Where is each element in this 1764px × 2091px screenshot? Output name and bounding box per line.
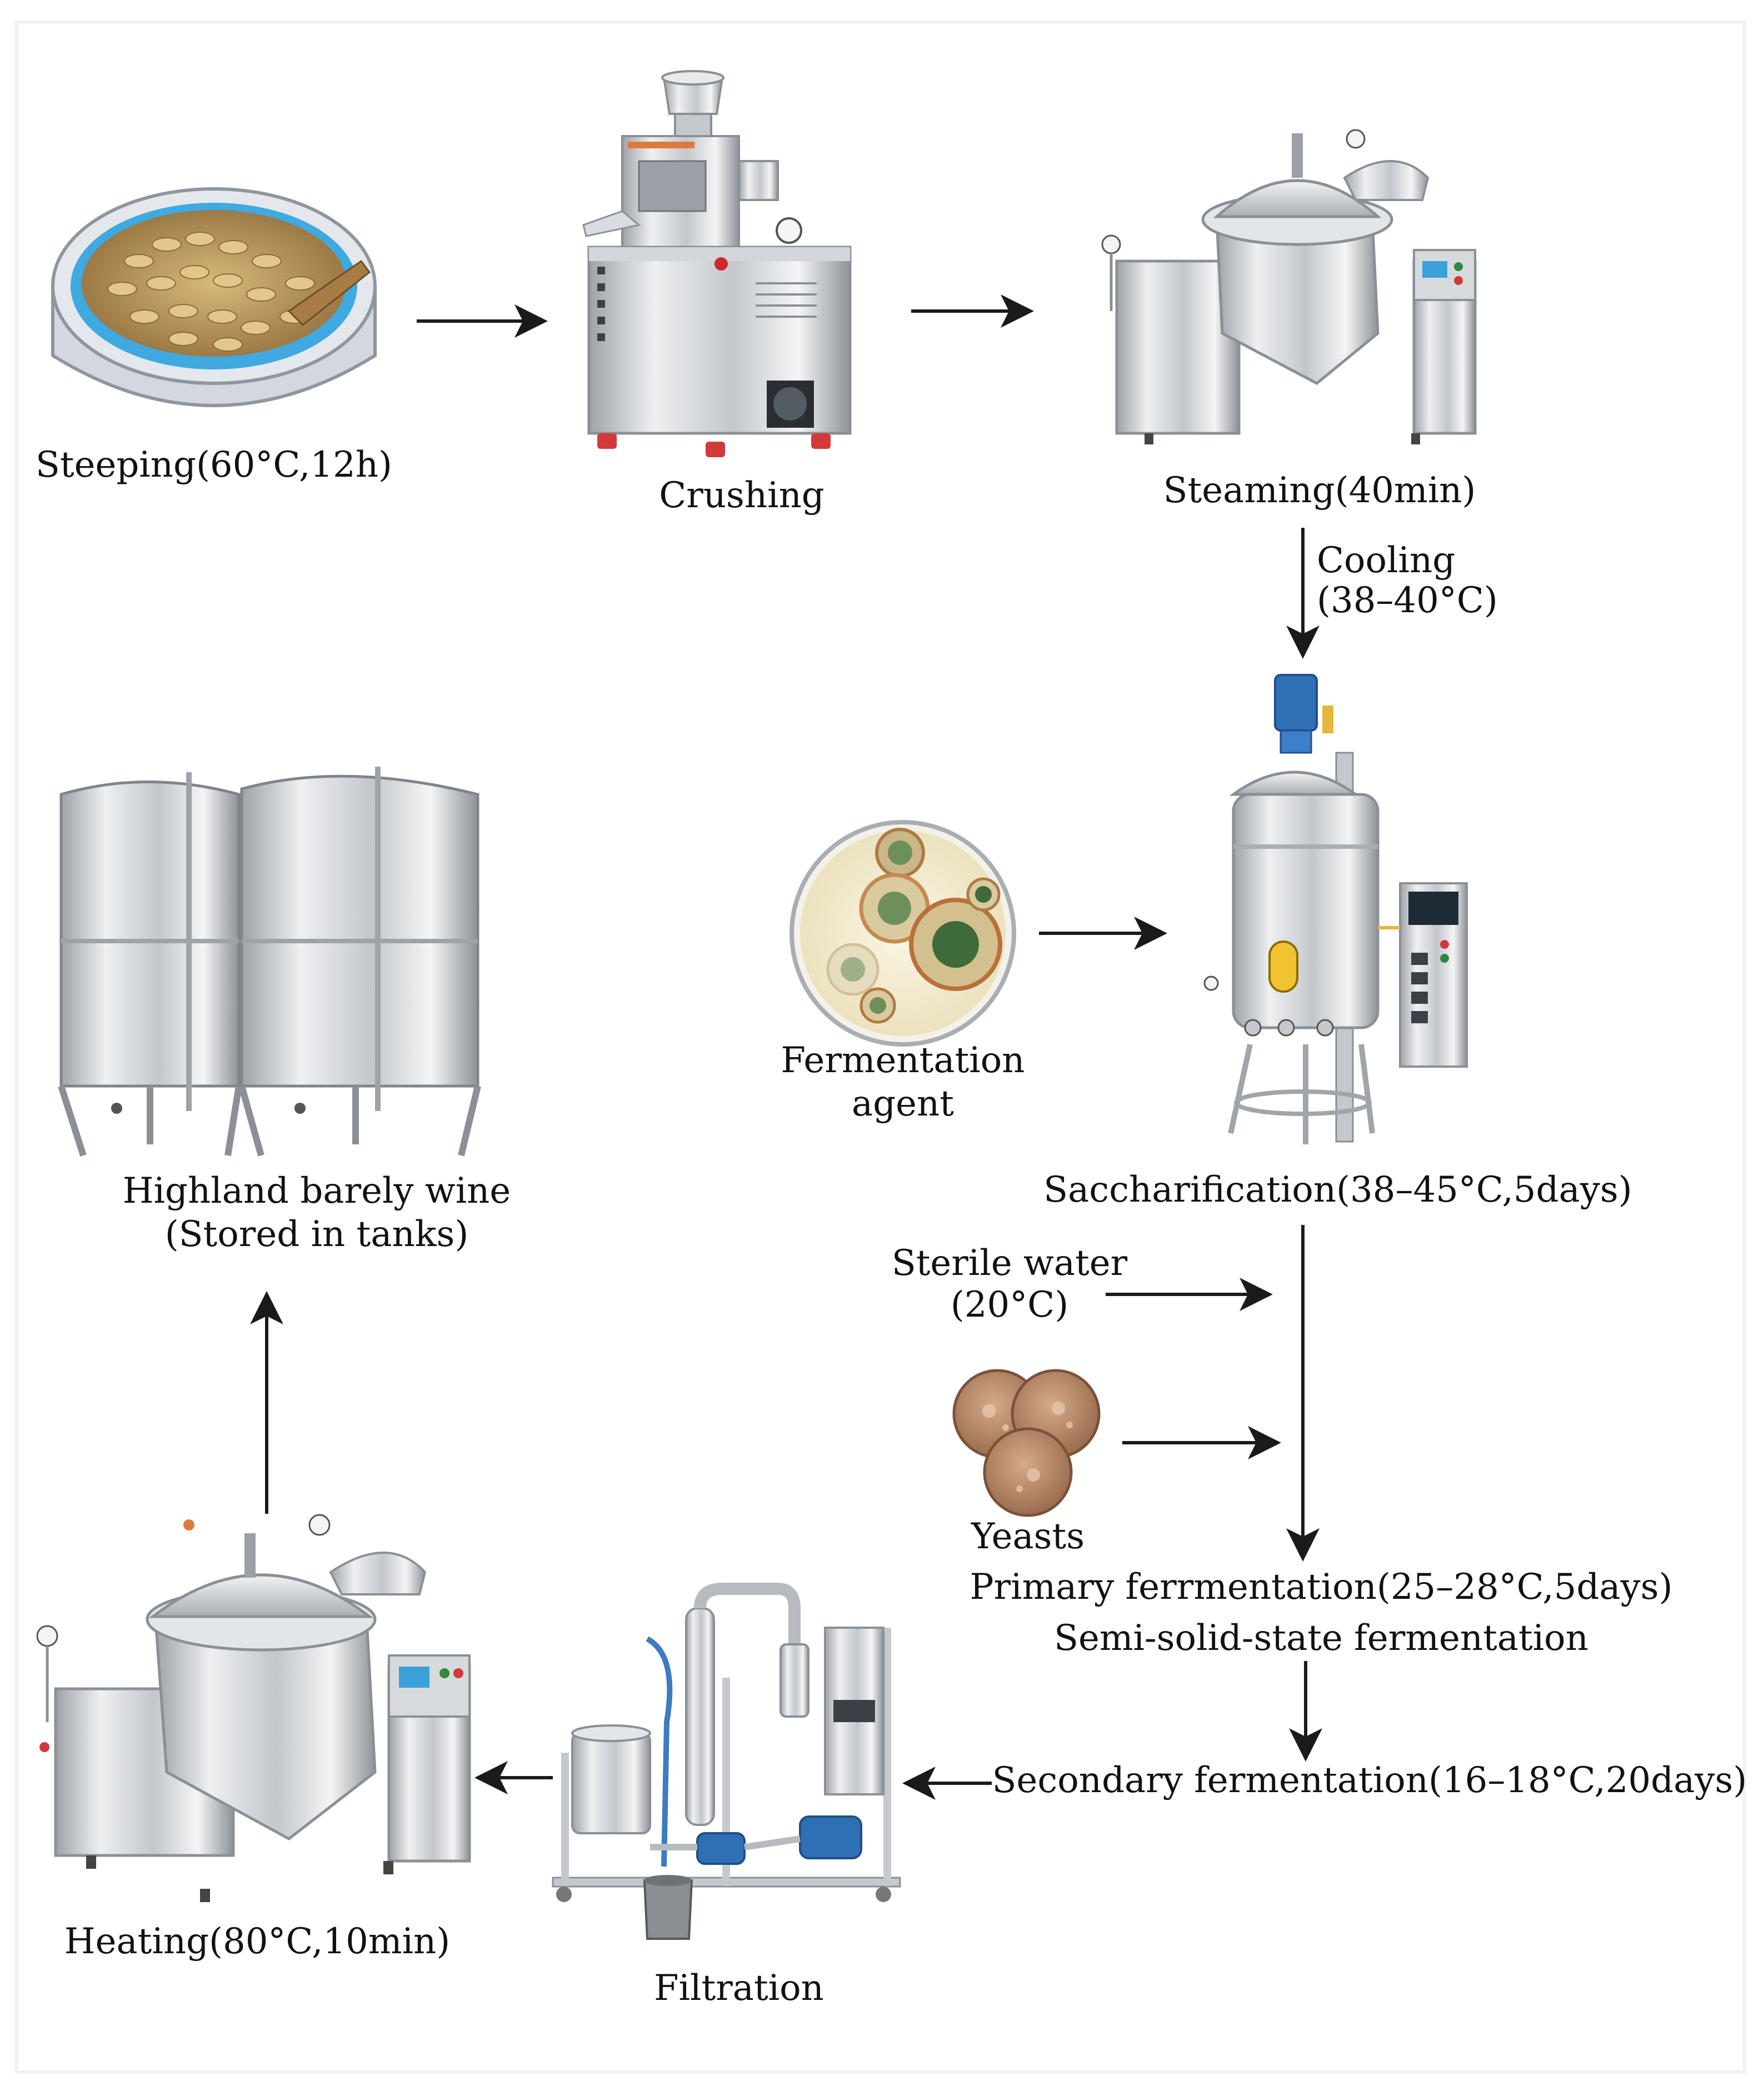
fermentation-agent-label-line1: Fermentation [781, 1040, 1025, 1081]
yeasts-label: Yeasts [971, 1516, 1085, 1557]
steeping-bowl-illustration [51, 187, 377, 407]
cooling-label-line2: (38–40°C) [1317, 580, 1498, 621]
primary-fermentation-label: Primary ferrmentation(25–28°C,5days) [970, 1567, 1672, 1608]
steeping-label: Steeping(60°C,12h) [36, 444, 392, 486]
fermentation-agent-label-line2: agent [852, 1083, 954, 1124]
storage-tanks-illustration [36, 758, 508, 1164]
saccharification-reactor-illustration [1203, 674, 1468, 1144]
filtration-label: Filtration [654, 1968, 824, 2009]
fermentation-agent-petri-dish-illustration [789, 820, 1016, 1047]
yeasts-cells-illustration [952, 1369, 1101, 1517]
heating-label: Heating(80°C,10min) [64, 1921, 450, 1962]
heating-kettle-illustration [36, 1514, 471, 1902]
filtration-skid-illustration [552, 1583, 901, 1940]
steaming-kettle-illustration [1101, 129, 1477, 444]
crushing-machine-illustration [582, 70, 852, 457]
semi-solid-label: Semi-solid-state fermentation [1054, 1618, 1588, 1659]
cooling-label-line1: Cooling [1317, 540, 1455, 581]
sterile-water-label-line1: Sterile water [892, 1243, 1128, 1284]
product-label-line1: Highland barely wine [123, 1170, 511, 1212]
product-label-line2: (Stored in tanks) [165, 1214, 469, 1255]
crushing-label: Crushing [659, 475, 824, 516]
steaming-label: Steaming(40min) [1163, 470, 1476, 511]
saccharification-label: Saccharification(38–45°C,5days) [1043, 1169, 1632, 1210]
secondary-fermentation-label: Secondary fermentation(16–18°C,20days) [992, 1760, 1747, 1801]
sterile-water-label-line2: (20°C) [951, 1284, 1068, 1325]
